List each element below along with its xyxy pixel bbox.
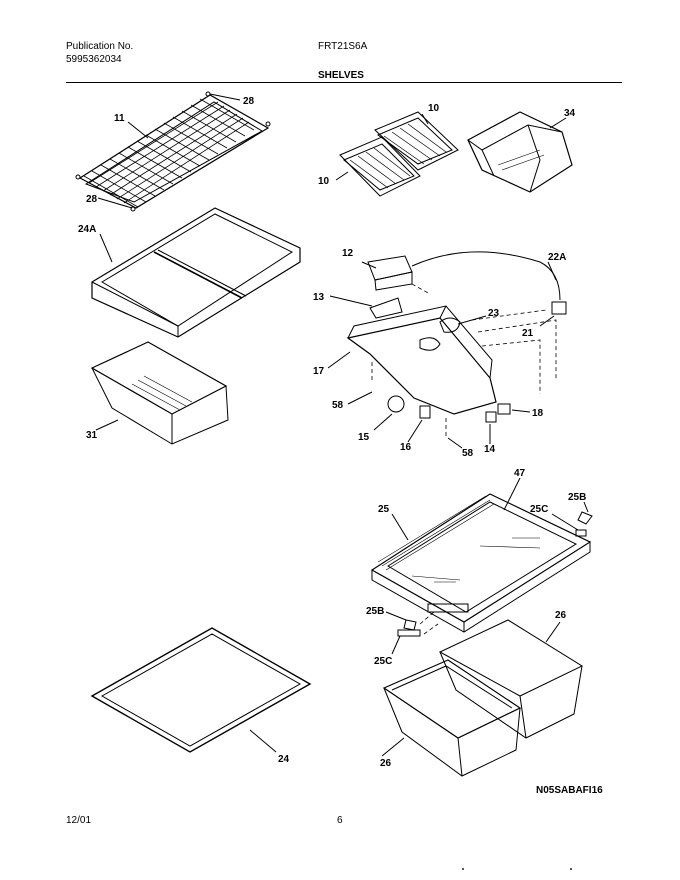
callout-15: 15: [358, 432, 370, 443]
callout-10: 10: [318, 176, 330, 187]
leader-10b: [335, 171, 349, 181]
hidden-lines: [371, 283, 557, 438]
leader-13: [329, 295, 373, 307]
callout-26: 26: [555, 610, 567, 621]
callout-25b: 25B: [366, 606, 384, 617]
leader-24a: [99, 233, 113, 263]
leader-25c1: [551, 513, 579, 531]
leader-58a: [347, 391, 373, 405]
callout-24a: 24A: [78, 224, 96, 235]
leader-47: [503, 477, 521, 511]
leader-25c2: [391, 635, 401, 655]
callout-28: 28: [243, 96, 255, 107]
callout-22a: 22A: [548, 252, 566, 263]
callout-16: 16: [400, 442, 412, 453]
scan-dot: [462, 868, 464, 870]
leader-10a: [421, 113, 429, 125]
page-number: 6: [337, 815, 343, 826]
glass-shelf-frame: [91, 207, 301, 338]
callout-24: 24: [278, 754, 290, 765]
footer-date: 12/01: [66, 815, 92, 826]
callout-58: 58: [462, 448, 474, 459]
callout-25c: 25C: [374, 656, 392, 667]
leader-25b1: [583, 501, 589, 513]
leader-58b: [447, 437, 463, 449]
callout-23: 23: [488, 308, 500, 319]
leader-18: [511, 409, 531, 413]
section-title: SHELVES: [318, 70, 364, 81]
leader-21: [539, 315, 555, 327]
header-rule: [66, 82, 622, 83]
door-bin: [467, 111, 573, 193]
crisper-pans: [382, 619, 584, 777]
publication-label: Publication No.: [66, 41, 134, 52]
model-number: FRT21S6A: [318, 41, 368, 52]
publication-number: 5995362034: [66, 54, 122, 65]
leader-25: [391, 513, 409, 541]
leader-16: [407, 419, 423, 443]
wire-shelf: [75, 91, 271, 212]
callout-18: 18: [532, 408, 544, 419]
callout-13: 13: [313, 292, 325, 303]
leader-25b2: [385, 611, 407, 621]
leader-26a: [545, 621, 561, 643]
shelf-hidden-lines: [419, 611, 439, 635]
callout-12: 12: [342, 248, 354, 259]
callout-17: 17: [313, 366, 325, 377]
diagram-code: N05SABAFI16: [536, 785, 603, 796]
callout-labels: 11 28 28 10 10 34 24A 12 22A 13 23 21 17…: [78, 96, 586, 769]
glass-shelf: [90, 627, 312, 753]
callout-25c: 25C: [530, 504, 548, 515]
leader-11: [127, 121, 149, 139]
leader-12: [361, 261, 377, 269]
callout-26: 26: [380, 758, 392, 769]
leader-28a: [209, 93, 241, 101]
leader-26b: [381, 737, 405, 757]
leader-28b: [97, 197, 133, 209]
crisper-drawer: [90, 341, 229, 445]
callout-25b: 25B: [568, 492, 586, 503]
leader-15: [373, 413, 393, 431]
callout-10: 10: [428, 103, 440, 114]
callout-11: 11: [114, 113, 125, 124]
callout-14: 14: [484, 444, 496, 455]
cantilever-shelf: [370, 493, 593, 637]
callout-21: 21: [522, 328, 534, 339]
callout-25: 25: [378, 504, 390, 515]
leader-24: [249, 729, 277, 753]
control-housing: [346, 251, 567, 423]
scan-dot: [570, 868, 572, 870]
callout-28: 28: [86, 194, 98, 205]
leader-23: [457, 315, 487, 325]
leader-31: [95, 419, 119, 431]
callout-34: 34: [564, 108, 576, 119]
ice-trays: [339, 111, 459, 197]
leader-22a: [547, 261, 557, 281]
leader-34: [549, 117, 567, 129]
callout-31: 31: [86, 430, 98, 441]
callout-58: 58: [332, 400, 344, 411]
leader-17: [327, 351, 351, 369]
callout-47: 47: [514, 468, 526, 479]
